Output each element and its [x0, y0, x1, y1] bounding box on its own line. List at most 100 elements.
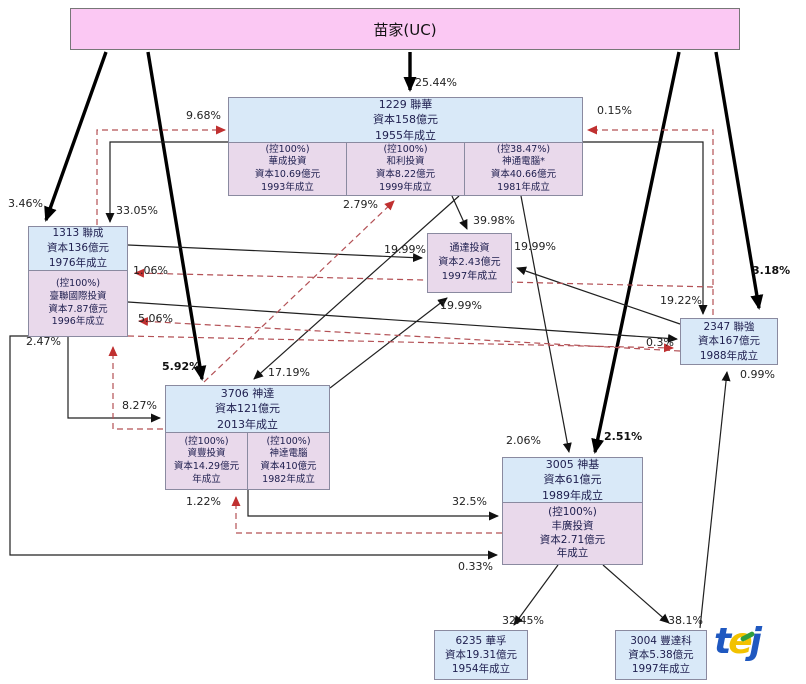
name: 資豐投資: [187, 448, 226, 460]
company-capital: 資本136億元: [46, 242, 110, 255]
node-root-family: 苗家(UC): [70, 8, 740, 50]
subsidiary-fengguang: (控100%) 丰廣投資 資本2.71億元 年成立: [503, 503, 642, 564]
stake: (控100%): [266, 435, 311, 447]
node-3005-shenji: 3005 神基 資本61億元 1989年成立 (控100%) 丰廣投資 資本2.…: [502, 457, 643, 565]
stake: (控100%): [383, 143, 428, 155]
stake-label: 9.68%: [186, 109, 221, 122]
subsidiary-tailian-intl: (控100%) 臺聯國際投資 資本7.87億元 1996年成立: [29, 271, 127, 336]
stake-label: 2.06%: [506, 434, 541, 447]
node-tongda-investment: 通達投資 資本2.43億元 1997年成立: [427, 233, 512, 293]
name: 和利投資: [386, 156, 425, 168]
founded: 1996年成立: [51, 316, 105, 328]
stake-label: 19.99%: [440, 299, 482, 312]
company-founded: 1989年成立: [542, 488, 603, 502]
capital: 資本2.43億元: [438, 257, 501, 268]
company-title: 2347 聯強: [703, 321, 755, 334]
stake-label: 3.46%: [8, 197, 43, 210]
company-capital: 資本5.38億元: [628, 648, 694, 661]
node-3004-fengdake: 3004 豐達科 資本5.38億元 1997年成立: [615, 630, 707, 680]
company-title: 3005 神基: [545, 457, 600, 471]
tej-logo: tej: [714, 621, 762, 662]
subsidiary-row: (控100%) 丰廣投資 資本2.71億元 年成立: [503, 503, 642, 564]
stake-label: 2.51%: [604, 430, 643, 443]
subsidiary-row: (控100%) 華成投資 資本10.69億元 1993年成立 (控100%) 和…: [229, 143, 582, 195]
name: 臺聯國際投資: [49, 290, 107, 302]
stake-label: 25.44%: [415, 76, 457, 89]
company-founded: 1976年成立: [48, 256, 108, 269]
stake-label: 5.06%: [138, 312, 173, 325]
company-title: 6235 華孚: [455, 634, 507, 647]
stake: (控100%): [548, 505, 597, 518]
subsidiary-mitac-computer: (控38.47%) 神通電腦* 資本40.66億元 1981年成立: [464, 143, 582, 195]
logo-letter-j: j: [749, 621, 762, 662]
founded: 1981年成立: [497, 181, 550, 193]
founded: 1997年成立: [441, 271, 498, 282]
founded: 1982年成立: [262, 473, 315, 485]
node-3706-shenda: 3706 神達 資本121億元 2013年成立 (控100%) 資豐投資 資本1…: [165, 385, 330, 490]
name: 神通電腦*: [502, 156, 545, 168]
logo-letter-t: t: [714, 621, 731, 662]
capital: 資本8.22億元: [375, 169, 436, 180]
stake-label: 1.22%: [186, 495, 221, 508]
stake-label: 19.99%: [384, 243, 426, 256]
node-1313-liancheng: 1313 聯成 資本136億元 1976年成立 (控100%) 臺聯國際投資 資…: [28, 226, 128, 337]
capital: 資本14.29億元: [173, 461, 240, 472]
capital: 資本10.69億元: [254, 169, 321, 180]
company-header: 3706 神達 資本121億元 2013年成立: [166, 386, 329, 433]
stake: (控38.47%): [496, 143, 551, 155]
stake: (控100%): [265, 143, 310, 155]
stake-label: 32.5%: [452, 495, 487, 508]
subsidiary-huacheng: (控100%) 華成投資 資本10.69億元 1993年成立: [229, 143, 346, 195]
stake-label: 32.45%: [502, 614, 544, 627]
stake-label: 0.99%: [740, 368, 775, 381]
subsidiary-row: (控100%) 臺聯國際投資 資本7.87億元 1996年成立: [29, 271, 127, 336]
subsidiary-mitac-intl: (控100%) 神達電腦 資本410億元 1982年成立: [247, 433, 329, 489]
stake-label: 19.22%: [660, 294, 702, 307]
company-title: 1313 聯成: [52, 227, 104, 240]
stake-label: 3.18%: [752, 264, 791, 277]
company-header: 1313 聯成 資本136億元 1976年成立: [29, 227, 127, 271]
stake-label: 2.79%: [343, 198, 378, 211]
node-6235-huafu: 6235 華孚 資本19.31億元 1954年成立: [434, 630, 528, 680]
stake-label: 8.27%: [122, 399, 157, 412]
thin-ownership-arrows: [9, 141, 731, 629]
stake-label: 19.99%: [514, 240, 556, 253]
cross-holding-dashed-arrows: [96, 125, 714, 534]
logo-letter-e: e: [728, 621, 752, 662]
capital: 資本40.66億元: [490, 169, 557, 180]
root-family-label: 苗家(UC): [373, 20, 437, 39]
company-header: 3005 神基 資本61億元 1989年成立: [503, 458, 642, 503]
stake: (控100%): [184, 435, 229, 447]
capital: 資本2.71億元: [539, 533, 606, 546]
subsidiary-zifeng: (控100%) 資豐投資 資本14.29億元 年成立: [166, 433, 247, 489]
stake-label: 0.33%: [458, 560, 493, 573]
company-title: 1229 聯華: [378, 97, 433, 111]
name: 神達電腦: [269, 448, 308, 460]
stake-label: 2.47%: [26, 335, 61, 348]
company-founded: 2013年成立: [217, 417, 278, 431]
subsidiary-row: (控100%) 資豐投資 資本14.29億元 年成立 (控100%) 神達電腦 …: [166, 433, 329, 489]
stake-label: 33.05%: [116, 204, 158, 217]
stake: (控100%): [55, 278, 101, 290]
capital: 資本410億元: [260, 461, 317, 472]
founded: 年成立: [192, 473, 221, 485]
founded: 1993年成立: [261, 181, 314, 193]
node-1229-lianhua: 1229 聯華 資本158億元 1955年成立 (控100%) 華成投資 資本1…: [228, 97, 583, 196]
company-capital: 資本61億元: [543, 473, 602, 487]
stake-label: 39.98%: [473, 214, 515, 227]
name: 丰廣投資: [551, 519, 594, 532]
company-capital: 資本167億元: [697, 335, 761, 348]
founded: 1999年成立: [379, 181, 432, 193]
stake-label: 0.15%: [597, 104, 632, 117]
name: 通達投資: [449, 243, 490, 254]
stake-label: 0.3%: [646, 336, 674, 349]
subsidiary-heli: (控100%) 和利投資 資本8.22億元 1999年成立: [346, 143, 464, 195]
stake-label: 5.92%: [162, 360, 201, 373]
company-capital: 資本158億元: [373, 113, 438, 127]
company-capital: 資本121億元: [215, 402, 280, 416]
company-header: 1229 聯華 資本158億元 1955年成立: [229, 98, 582, 143]
company-title: 3706 神達: [220, 386, 275, 400]
stake-label: 38.1%: [668, 614, 703, 627]
